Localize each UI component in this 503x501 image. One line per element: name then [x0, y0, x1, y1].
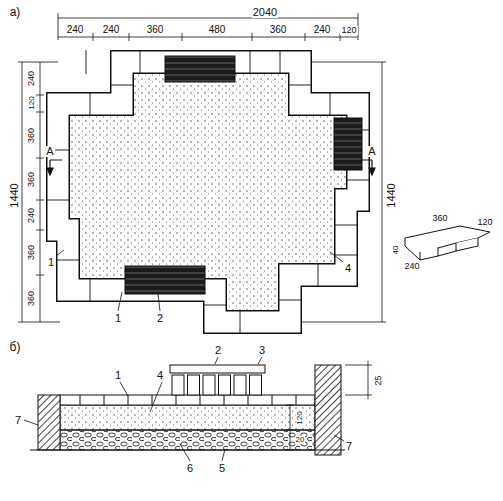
- callout-number: 1: [47, 257, 55, 268]
- dimension: 1440: [8, 182, 19, 208]
- callout-number: 7: [345, 441, 353, 452]
- view-mark: а): [9, 6, 22, 18]
- callout-number: 1: [114, 313, 122, 324]
- dimension: 360: [28, 170, 37, 187]
- dimension: 2040: [252, 7, 278, 18]
- dimension: 20: [295, 436, 306, 444]
- dimension: 480: [208, 25, 227, 35]
- callout-number: 2: [156, 313, 164, 324]
- dimension: 120: [296, 410, 304, 425]
- callout-number: 5: [218, 463, 226, 474]
- dimension: 120: [340, 26, 357, 35]
- dimension: 1440: [385, 182, 396, 208]
- dimension: 240: [66, 25, 85, 35]
- dimension: 240: [403, 262, 420, 271]
- section-mark: А: [45, 146, 54, 157]
- dimension: 120: [476, 218, 493, 227]
- dimension: 40: [392, 245, 400, 256]
- dimension: 360: [146, 25, 165, 35]
- dimension: 240: [28, 206, 37, 223]
- callout-number: 4: [156, 370, 164, 381]
- dimension: 360: [28, 289, 37, 306]
- dimension: 25: [373, 374, 382, 386]
- callout-number: 4: [344, 263, 352, 274]
- dimension: 120: [28, 95, 36, 110]
- dimension: 240: [102, 25, 121, 35]
- dimension: 360: [28, 126, 37, 143]
- section-mark: А: [367, 146, 376, 157]
- dimension: 240: [313, 25, 332, 35]
- callout-number: 2: [214, 345, 222, 356]
- view-mark: б): [9, 341, 22, 353]
- dimension: 240: [28, 69, 37, 86]
- dimension: 360: [431, 214, 448, 223]
- callout-number: 6: [186, 463, 194, 474]
- callout-number: 3: [258, 345, 266, 356]
- callout-number: 7: [14, 415, 22, 426]
- dimension: 360: [28, 243, 37, 260]
- callout-number: 1: [114, 370, 122, 381]
- dimension: 360: [269, 25, 288, 35]
